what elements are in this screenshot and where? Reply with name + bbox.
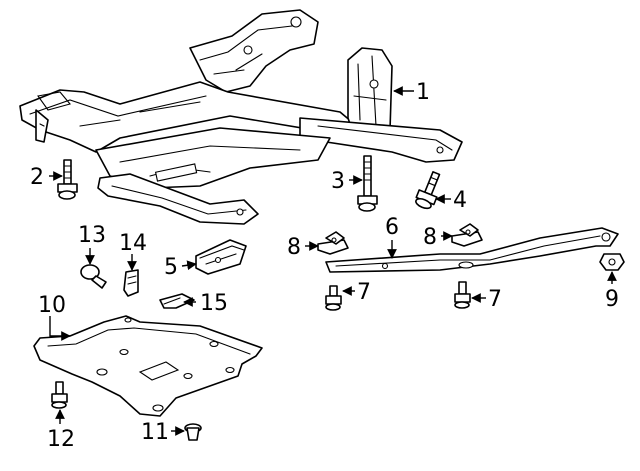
callout-8a: 8 <box>287 235 301 260</box>
callout-labels: 1 2 3 4 5 6 7 7 8 8 9 10 11 12 13 14 15 <box>30 80 619 452</box>
cross-bar-6 <box>325 227 619 273</box>
screw-13 <box>80 264 107 289</box>
skid-plate-10 <box>33 315 263 417</box>
bolt-7b <box>454 281 471 309</box>
retainer-8b <box>451 223 483 247</box>
crossmember-frame <box>19 9 463 225</box>
callout-7b: 7 <box>488 287 502 312</box>
pad-15 <box>159 293 195 309</box>
callout-9: 9 <box>605 287 619 312</box>
callout-1: 1 <box>416 80 430 105</box>
callout-6: 6 <box>385 215 399 240</box>
callout-12: 12 <box>47 427 75 452</box>
callout-8b: 8 <box>423 225 437 250</box>
callout-13: 13 <box>78 223 106 248</box>
callout-2: 2 <box>30 165 44 190</box>
push-pin-11 <box>184 423 202 441</box>
callout-10: 10 <box>38 293 66 318</box>
callout-7a: 7 <box>357 280 371 305</box>
callout-3: 3 <box>331 169 345 194</box>
callout-14: 14 <box>119 231 147 256</box>
bracket-5 <box>195 239 247 275</box>
callout-11: 11 <box>141 420 169 445</box>
bolt-4 <box>415 171 441 210</box>
nut-9 <box>599 253 625 271</box>
callout-15: 15 <box>200 291 228 316</box>
bolt-2 <box>57 159 78 200</box>
callout-4: 4 <box>453 188 467 213</box>
clip-14 <box>123 269 139 297</box>
bolt-12 <box>51 381 68 409</box>
bolt-3 <box>357 155 378 212</box>
leader-lines <box>49 86 617 436</box>
callout-5: 5 <box>164 255 178 280</box>
bolt-7a <box>325 285 342 311</box>
retainer-8a <box>317 231 349 255</box>
